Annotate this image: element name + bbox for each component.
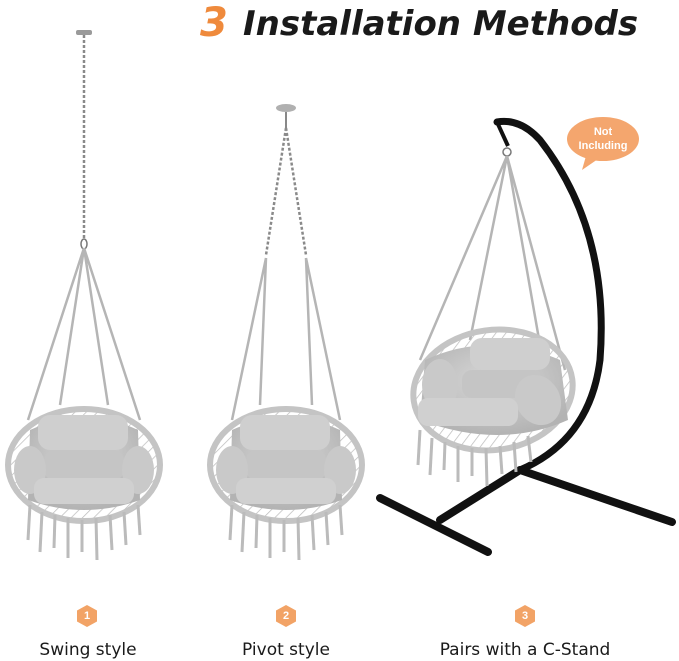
caption-swing-style: Swing style (39, 640, 137, 660)
title-number: 3 (200, 0, 228, 46)
ceiling-mount-icon (76, 30, 92, 35)
not-included-line2: Including (578, 140, 628, 152)
caption-pivot-style: Pivot style (242, 640, 330, 660)
caption-c-stand: Pairs with a C-Stand (439, 640, 611, 660)
c-stand-icon (493, 117, 605, 474)
speech-bubble-icon (567, 117, 639, 170)
product-illustration (5, 30, 676, 561)
hexagon-icon (515, 605, 535, 627)
ceiling-mount-icon (276, 104, 296, 112)
step-number: 1 (83, 610, 91, 622)
hexagon-icon (276, 605, 296, 627)
title-text: Installation Methods (243, 4, 639, 44)
not-included-bubble: Not Including (566, 116, 640, 170)
step-badge-3: 3 (514, 605, 536, 627)
hexagon-icon (77, 605, 97, 627)
step-number: 3 (521, 610, 529, 622)
pivot-style-chair (207, 104, 365, 561)
step-number: 2 (282, 610, 290, 622)
step-badge-2: 2 (275, 605, 297, 627)
c-stand-chair (376, 117, 676, 556)
step-badge-1: 1 (76, 605, 98, 627)
chain-icon (264, 127, 308, 256)
not-included-line1: Not (593, 126, 613, 138)
not-included-label: Not Including (566, 125, 640, 153)
page-title: 3 Installation Methods (0, 0, 679, 50)
swing-style-chair (5, 30, 163, 561)
